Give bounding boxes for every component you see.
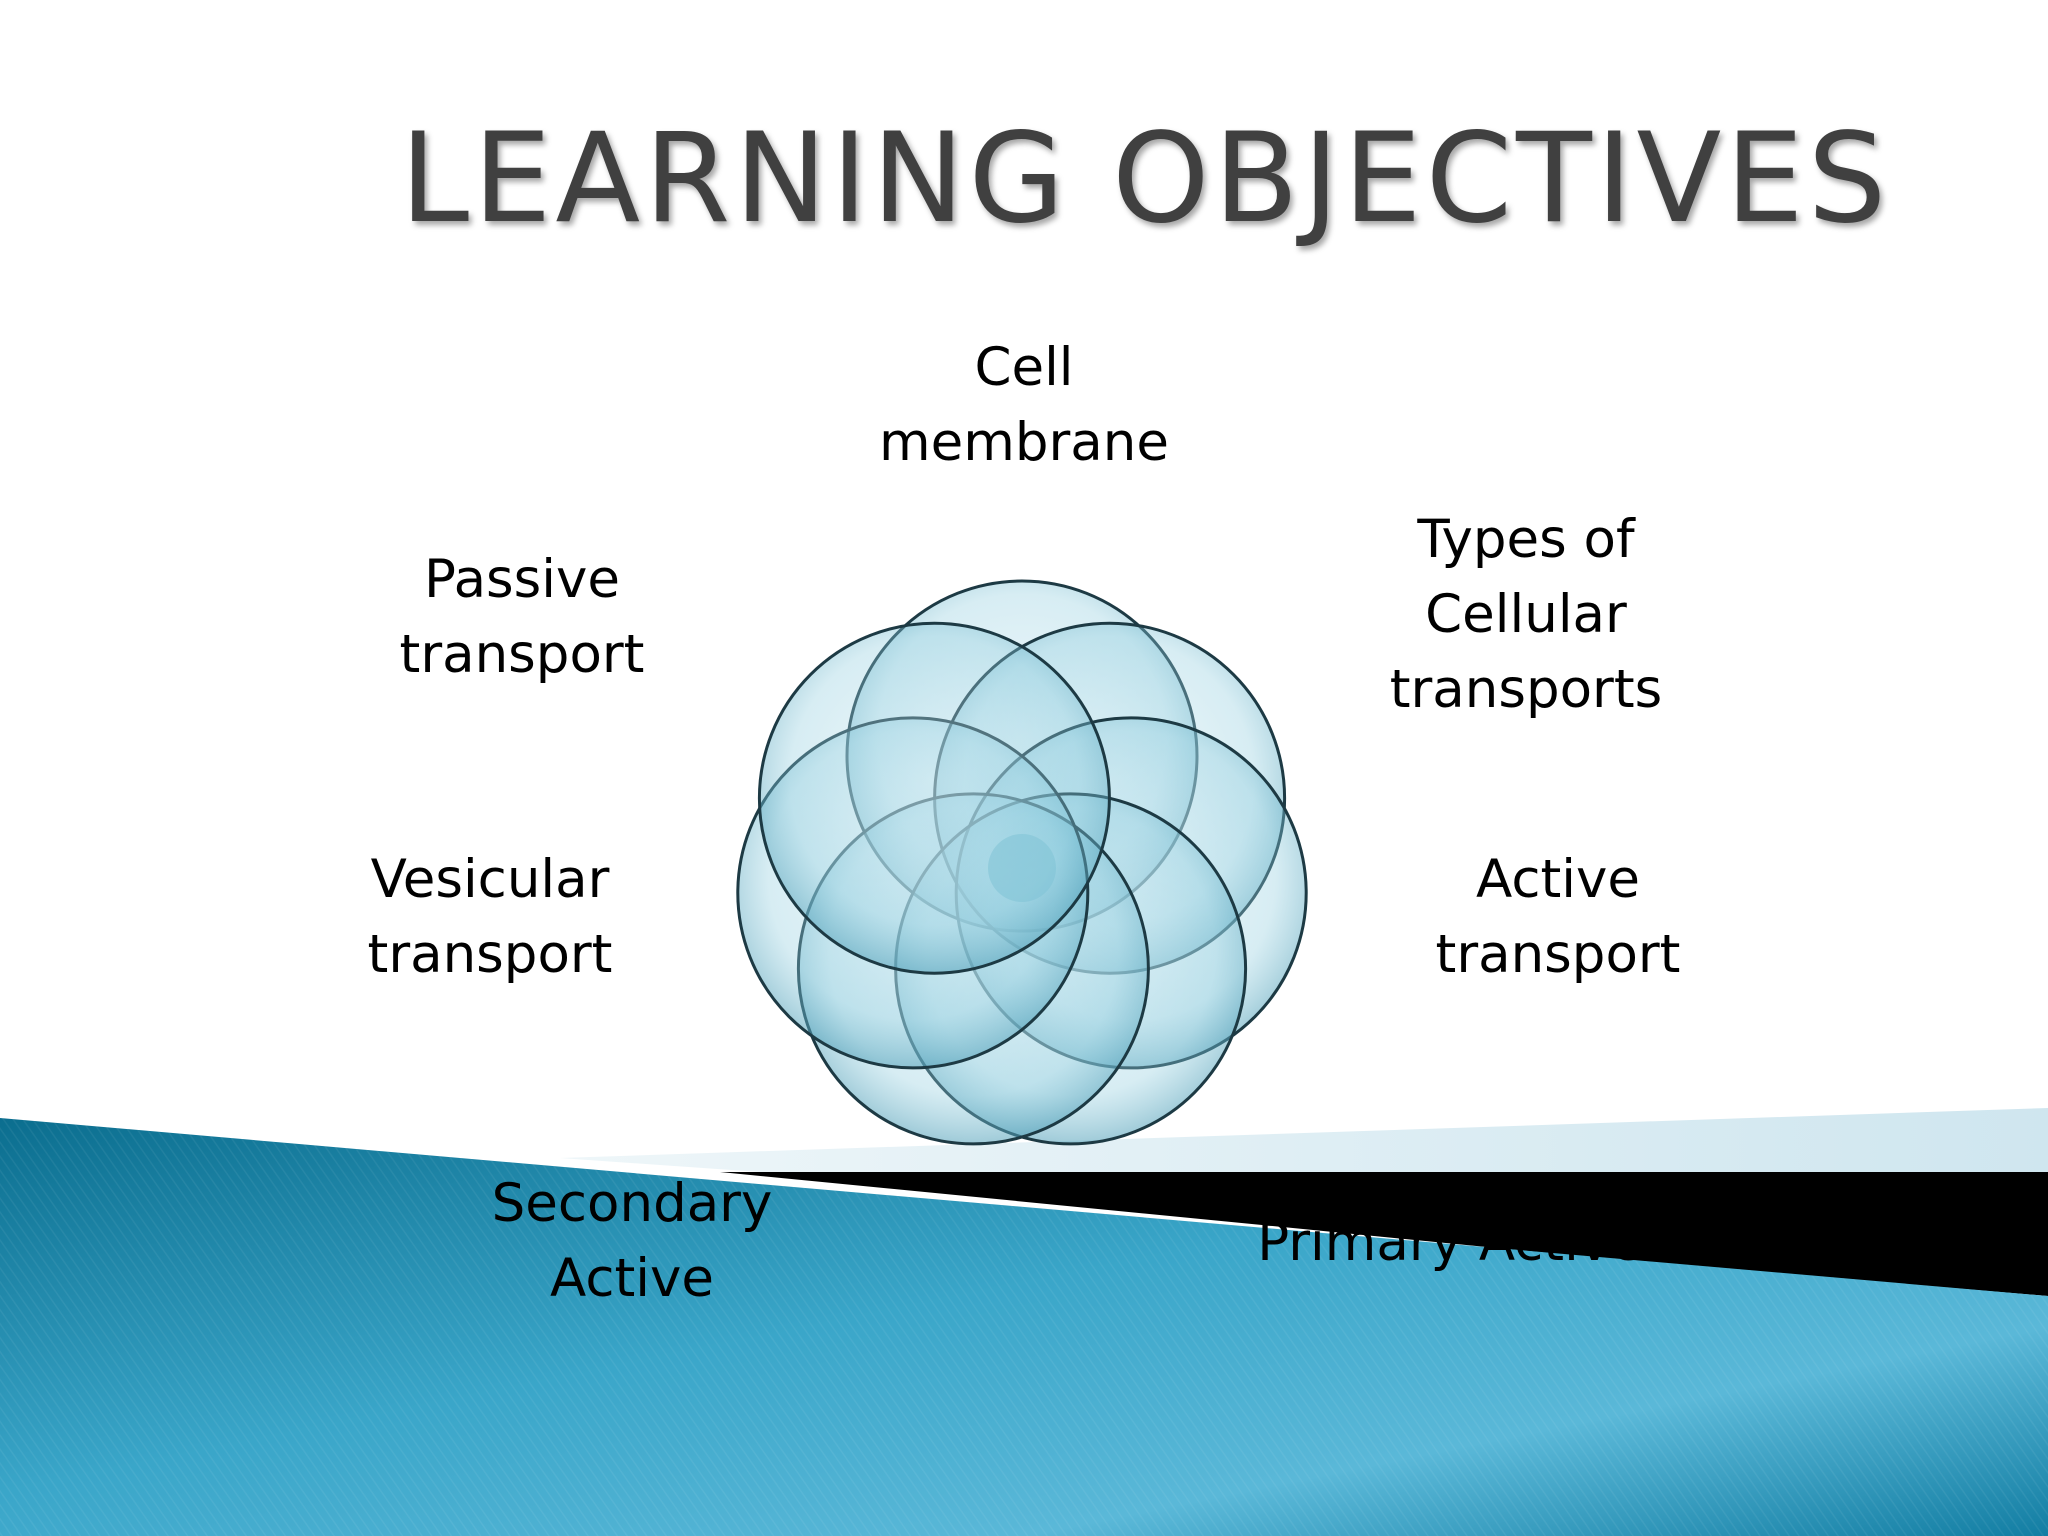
label-types-of-cellular-transports: Types of Cellular transports xyxy=(1389,509,1663,720)
label-vesicular-transport: Vesicular transport xyxy=(367,849,613,985)
circle-7 xyxy=(757,621,1111,975)
label-secondary-active: Secondary Active xyxy=(491,1173,773,1309)
circles-group xyxy=(736,579,1308,1146)
label-active-transport: Active transport xyxy=(1435,849,1681,985)
black-band xyxy=(720,1172,2048,1296)
label-cell-membrane: Cell membrane xyxy=(879,337,1169,473)
label-primary-active: Primary Active xyxy=(1257,1212,1643,1273)
circle-center-overlap xyxy=(988,834,1056,902)
slide-title: LEARNING OBJECTIVES xyxy=(400,107,1891,251)
teal-band-texture xyxy=(0,1118,2048,1536)
pale-blue-band xyxy=(560,1108,2048,1172)
label-passive-transport: Passive transport xyxy=(399,549,645,685)
